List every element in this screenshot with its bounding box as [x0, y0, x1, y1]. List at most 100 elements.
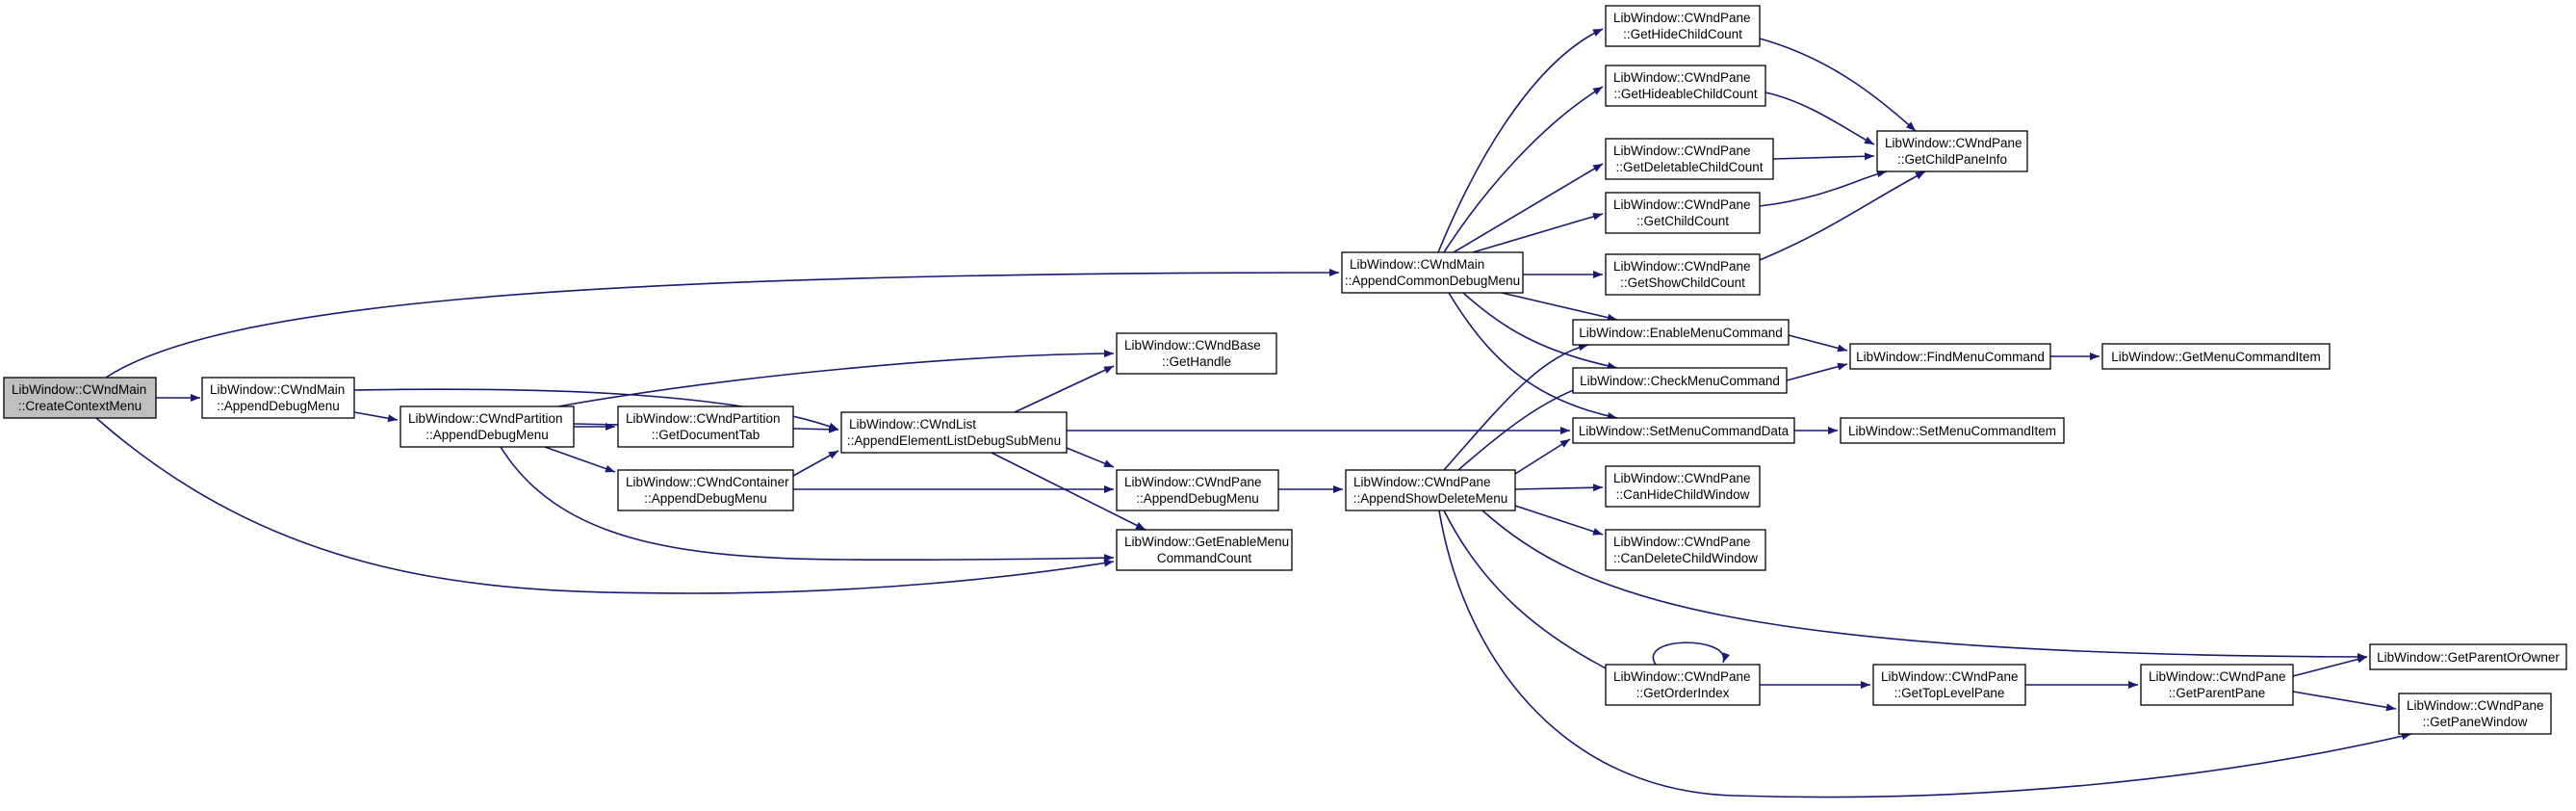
- node-box: [1840, 417, 2065, 444]
- node-label-line1: LibWindow::CWndContainer: [626, 475, 789, 489]
- function-node-n20[interactable]: LibWindow::FindMenuCommand: [1849, 343, 2051, 370]
- edge-n11-to-n13: [1443, 343, 1589, 471]
- function-node-n28[interactable]: LibWindow::CWndPane::GetParentPane: [2140, 664, 2294, 706]
- node-label-line2: ::GetParentPane: [2169, 686, 2266, 700]
- node-box: [1605, 65, 1766, 107]
- function-node-n22[interactable]: LibWindow::CWndPane::CanDeleteChildWindo…: [1605, 529, 1766, 571]
- node-label-line2: ::GetHideableChildCount: [1613, 87, 1758, 101]
- node-box: [399, 406, 575, 448]
- node-label-line1: LibWindow::CWndPane: [2149, 669, 2286, 684]
- function-node-n6[interactable]: LibWindow::CWndList::AppendElementListDe…: [840, 411, 1068, 454]
- function-node-n19[interactable]: LibWindow::CWndPane::GetChildPaneInfo: [1876, 130, 2028, 172]
- node-label-line2: ::GetChildCount: [1636, 214, 1729, 228]
- node-box: [2398, 693, 2552, 735]
- function-node-n7[interactable]: LibWindow::CWndContainer::AppendDebugMen…: [617, 469, 794, 511]
- node-label-line2: ::GetOrderIndex: [1636, 686, 1730, 700]
- function-node-n16[interactable]: LibWindow::CWndPane::GetHideableChildCou…: [1605, 65, 1766, 107]
- edge-n1-to-n4: [353, 411, 399, 423]
- node-box: [1849, 343, 2051, 370]
- node-label-line1: LibWindow::CWndPane: [2407, 698, 2544, 713]
- edge-n6-to-n9: [1066, 447, 1115, 468]
- node-box: [617, 469, 794, 511]
- edge-n11-to-n10: [1514, 438, 1571, 475]
- function-node-n15[interactable]: LibWindow::CWndPane::GetDeletableChildCo…: [1605, 138, 1774, 180]
- node-label-line1: LibWindow::CWndPane: [1613, 197, 1751, 212]
- node-box: [2101, 343, 2331, 370]
- node-box: [1116, 332, 1277, 375]
- edge-n11-to-n26: [1481, 510, 2368, 661]
- function-node-n4[interactable]: LibWindow::CWndPartition::AppendDebugMen…: [399, 406, 575, 448]
- node-label-line1: LibWindow::CWndPane: [1613, 535, 1751, 549]
- node-label-line2: ::GetDocumentTab: [652, 428, 760, 442]
- function-node-n13[interactable]: LibWindow::EnableMenuCommand: [1572, 319, 1790, 346]
- function-node-n8[interactable]: LibWindow::CWndPartition::GetDocumentTab: [617, 406, 794, 448]
- node-box: [1605, 465, 1761, 508]
- edge-n28-to-n25: [2292, 691, 2397, 712]
- function-node-n29[interactable]: LibWindow::SetMenuCommandItem: [1840, 417, 2065, 444]
- edge-n2-to-n13: [1501, 292, 1618, 322]
- node-label-line1: LibWindow::EnableMenuCommand: [1579, 326, 1783, 340]
- node-label-line1: LibWindow::CWndPane: [1613, 70, 1751, 85]
- edge-n2-to-n17: [1437, 28, 1604, 253]
- node-label-line2: ::GetChildPaneInfo: [1897, 152, 2007, 167]
- function-node-n17[interactable]: LibWindow::CWndPane::GetHideChildCount: [1605, 5, 1761, 47]
- node-label-line1: LibWindow::SetMenuCommandData: [1579, 424, 1790, 438]
- node-box: [1572, 367, 1788, 394]
- node-label-line1: LibWindow::CWndPartition: [626, 411, 781, 426]
- node-label-line2: ::CreateContextMenu: [18, 399, 142, 413]
- node-box: [1572, 319, 1790, 346]
- edge-n17-to-n19: [1759, 38, 1917, 132]
- node-label-line2: ::AppendDebugMenu: [644, 491, 767, 506]
- node-box: [1605, 5, 1761, 47]
- function-node-n18[interactable]: LibWindow::CWndPane::GetShowChildCount: [1605, 253, 1761, 296]
- edge-n6-to-n5: [1014, 365, 1115, 413]
- node-box: [3, 377, 157, 419]
- node-label-line2: ::AppendDebugMenu: [1136, 491, 1259, 506]
- edge-n2-to-n15: [1453, 163, 1604, 253]
- edge-n2-to-n10: [1448, 292, 1618, 420]
- function-node-n26[interactable]: LibWindow::GetParentOrOwner: [2369, 643, 2567, 670]
- node-label-line1: LibWindow::FindMenuCommand: [1856, 350, 2045, 364]
- function-node-n9[interactable]: LibWindow::CWndPane::AppendDebugMenu: [1116, 469, 1279, 511]
- function-node-n25[interactable]: LibWindow::CWndPane::GetPaneWindow: [2398, 693, 2552, 735]
- node-box: [1605, 253, 1761, 296]
- call-edges: [95, 28, 2412, 798]
- function-node-n2[interactable]: LibWindow::CWndMain::AppendCommonDebugMe…: [1341, 251, 1524, 294]
- function-node-n10[interactable]: LibWindow::SetMenuCommandData: [1572, 417, 1795, 444]
- node-label-line1: LibWindow::CWndBase: [1124, 338, 1261, 353]
- node-label-line2: ::GetShowChildCount: [1620, 275, 1745, 290]
- edge-n12-to-n20: [1786, 362, 1848, 381]
- node-label-line1: LibWindow::CWndMain: [210, 382, 345, 397]
- function-node-n12[interactable]: LibWindow::CheckMenuCommand: [1572, 367, 1788, 394]
- function-node-n0[interactable]: LibWindow::CWndMain::CreateContextMenu: [3, 377, 157, 419]
- node-label-line2: ::AppendCommonDebugMenu: [1345, 274, 1520, 288]
- node-label-line2: ::AppendDebugMenu: [425, 428, 549, 442]
- function-node-n5[interactable]: LibWindow::CWndBase::GetHandle: [1116, 332, 1277, 375]
- node-label-line1: LibWindow::CWndPartition: [408, 411, 563, 426]
- edge-n13-to-n20: [1788, 334, 1848, 353]
- function-node-n14[interactable]: LibWindow::CWndPane::GetChildCount: [1605, 192, 1761, 234]
- node-label-line1: LibWindow::GetParentOrOwner: [2377, 650, 2560, 665]
- function-node-n1[interactable]: LibWindow::CWndMain::AppendDebugMenu: [201, 377, 355, 419]
- node-label-line1: LibWindow::CWndPane: [1124, 475, 1262, 489]
- node-label-line2: ::GetHideChildCount: [1623, 27, 1742, 41]
- node-label-line1: LibWindow::CWndPane: [1881, 669, 2019, 684]
- function-node-n24[interactable]: LibWindow::CWndPane::GetOrderIndex: [1605, 664, 1761, 706]
- node-label-line2: ::GetHandle: [1162, 354, 1231, 369]
- node-label-line1: LibWindow::CWndMain: [1350, 257, 1484, 272]
- function-node-n21[interactable]: LibWindow::GetMenuCommandItem: [2101, 343, 2331, 370]
- node-label-line1: LibWindow::CWndPane: [1353, 475, 1491, 489]
- edge-n2-to-n16: [1443, 86, 1604, 253]
- node-label-line2: ::GetTopLevelPane: [1894, 686, 2005, 700]
- function-node-n11[interactable]: LibWindow::CWndPane::AppendShowDeleteMen…: [1345, 469, 1516, 511]
- edge-n0-to-n2: [105, 269, 1340, 379]
- node-box: [2140, 664, 2294, 706]
- function-node-n23[interactable]: LibWindow::CWndPane::CanHideChildWindow: [1605, 465, 1761, 508]
- function-node-n27[interactable]: LibWindow::CWndPane::GetTopLevelPane: [1872, 664, 2026, 706]
- node-box: [201, 377, 355, 419]
- node-label-line1: LibWindow::GetEnableMenu: [1124, 535, 1289, 549]
- node-label-line2: ::CanDeleteChildWindow: [1613, 551, 1758, 565]
- node-label-line1: LibWindow::CWndList: [849, 417, 976, 432]
